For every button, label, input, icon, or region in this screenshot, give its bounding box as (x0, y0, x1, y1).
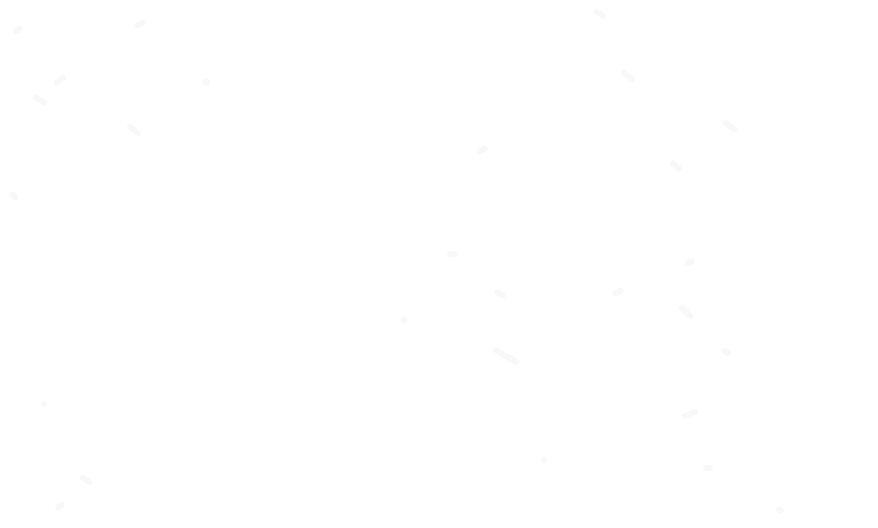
watermark-smudge (202, 78, 210, 86)
watermark-smudge (620, 70, 636, 82)
watermark-smudge (776, 506, 784, 514)
watermark-smudge (10, 191, 18, 201)
watermark-smudge (41, 401, 47, 407)
watermark-smudge (447, 250, 457, 258)
watermark-smudge (722, 120, 738, 132)
watermark-smudge (492, 347, 520, 365)
watermark-smudge (612, 287, 624, 297)
watermark-smudge (134, 19, 146, 29)
watermark-smudge (703, 465, 713, 471)
watermark-smudge (541, 457, 547, 463)
watermark-smudge (685, 258, 695, 266)
watermark-smudge (593, 8, 607, 20)
watermark-smudge (494, 289, 506, 299)
watermark-smudge (79, 475, 93, 485)
watermark-smudge (53, 74, 67, 86)
watermark-smudge (127, 123, 141, 137)
watermark-smudge (13, 26, 23, 34)
watermark-smudge (32, 94, 48, 106)
watermark-smudge (476, 145, 488, 155)
watermark-smudge (682, 409, 698, 419)
watermark-smudge (669, 160, 683, 172)
watermark-smudge (721, 348, 731, 356)
watermark-smudge (401, 317, 407, 323)
watermark-smudge (678, 304, 694, 320)
watermark-smudge (55, 502, 65, 510)
